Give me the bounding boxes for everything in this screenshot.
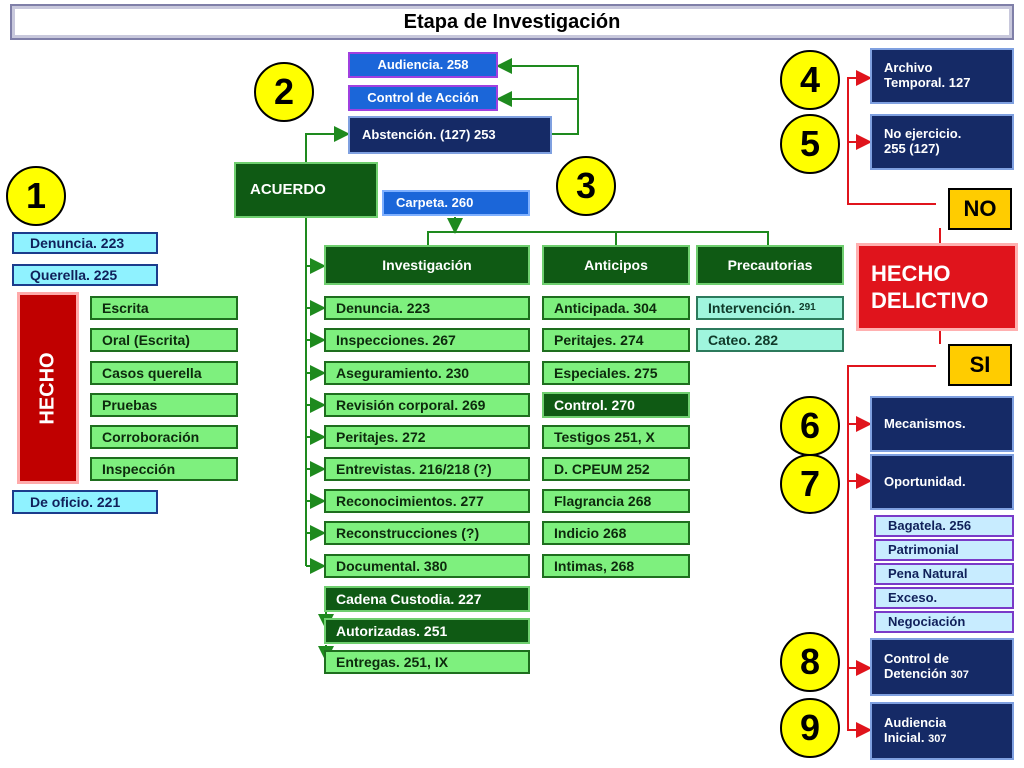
precautorias-item-intervencion: Intervención. 291 [696,296,844,320]
control-accion-box: Control de Acción [348,85,498,111]
carpeta-box: Carpeta. 260 [382,190,530,216]
investigacion-item: Aseguramiento. 230 [324,361,530,385]
mecanismos-box: Mecanismos. [870,396,1014,452]
control-detencion-box: Control de Detención 307 [870,638,1014,696]
investigacion-item: Reconocimientos. 277 [324,489,530,513]
step-number-6: 6 [780,396,840,456]
hecho-item-corroboracion: Corroboración [90,425,238,449]
step-number-3: 3 [556,156,616,216]
archivo-temporal-box: Archivo Temporal. 127 [870,48,1014,104]
control-detencion-line2: Detención [884,666,947,681]
hecho-item-pruebas: Pruebas [90,393,238,417]
anticipos-item: Peritajes. 274 [542,328,690,352]
no-ejercicio-line2: 255 (127) [884,141,940,156]
hecho-delictivo-box: HECHO DELICTIVO [856,243,1018,331]
archivo-line2: Temporal. 127 [884,75,971,90]
anticipos-item: Testigos 251, X [542,425,690,449]
precautorias-header: Precautorias [696,245,844,285]
no-box: NO [948,188,1012,230]
step-number-7: 7 [780,454,840,514]
investigacion-header: Investigación [324,245,530,285]
investigacion-item: Reconstrucciones (?) [324,521,530,545]
audiencia-inicial-line2: Inicial. [884,730,925,745]
anticipos-item: Flagrancia 268 [542,489,690,513]
oportunidad-box: Oportunidad. [870,454,1014,510]
no-ejercicio-box: No ejercicio. 255 (127) [870,114,1014,170]
si-box: SI [948,344,1012,386]
investigacion-item: Denuncia. 223 [324,296,530,320]
step-number-5: 5 [780,114,840,174]
precautorias-item-num: 291 [799,302,816,314]
audiencia-box: Audiencia. 258 [348,52,498,78]
anticipos-item: Control. 270 [542,392,690,418]
audiencia-inicial-num: 307 [928,733,947,745]
investigacion-item: Entrevistas. 216/218 (?) [324,457,530,481]
anticipos-item: Intimas, 268 [542,554,690,578]
abstencion-box: Abstención. (127) 253 [348,116,552,154]
control-detencion-num: 307 [950,669,969,681]
anticipos-header: Anticipos [542,245,690,285]
investigacion-item: Inspecciones. 267 [324,328,530,352]
denuncia-box: Denuncia. 223 [12,232,158,254]
de-oficio-box: De oficio. 221 [12,490,158,514]
hecho-label: HECHO [36,351,59,425]
hecho-item-escrita: Escrita [90,296,238,320]
step-number-1: 1 [6,166,66,226]
step-number-4: 4 [780,50,840,110]
criterio-item: Bagatela. 256 [874,515,1014,537]
querella-box: Querella. 225 [12,264,158,286]
anticipos-item: Especiales. 275 [542,361,690,385]
audiencia-inicial-line1: Audiencia [884,715,947,731]
audiencia-inicial-box: Audiencia Inicial. 307 [870,702,1014,760]
step-number-8: 8 [780,632,840,692]
audiencia-inicial-line2-wrap: Inicial. 307 [884,730,947,746]
criterio-item: Exceso. [874,587,1014,609]
page-title: Etapa de Investigación [10,4,1014,40]
acuerdo-box: ACUERDO [234,162,378,218]
criterio-item: Pena Natural [874,563,1014,585]
anticipos-item: Indicio 268 [542,521,690,545]
hecho-item-casos-querella: Casos querella [90,361,238,385]
hecho-item-oral: Oral (Escrita) [90,328,238,352]
hecho-item-inspeccion: Inspección [90,457,238,481]
hecho-delictivo-line2: DELICTIVO [871,288,989,313]
investigacion-item: Peritajes. 272 [324,425,530,449]
control-detencion-line2-wrap: Detención 307 [884,666,969,682]
investigacion-item: Autorizadas. 251 [324,618,530,644]
investigacion-item: Entregas. 251, IX [324,650,530,674]
precautorias-item-cateo: Cateo. 282 [696,328,844,352]
anticipos-item: Anticipada. 304 [542,296,690,320]
anticipos-item: D. CPEUM 252 [542,457,690,481]
hecho-box: HECHO [17,292,79,484]
criterio-item: Patrimonial [874,539,1014,561]
archivo-line1: Archivo [884,60,933,76]
investigacion-item: Cadena Custodia. 227 [324,586,530,612]
step-number-9: 9 [780,698,840,758]
criterio-item: Negociación [874,611,1014,633]
investigacion-item: Documental. 380 [324,554,530,578]
investigacion-item: Revisión corporal. 269 [324,393,530,417]
hecho-delictivo-line1: HECHO [871,260,951,286]
control-detencion-line1: Control de [884,651,949,667]
step-number-2: 2 [254,62,314,122]
no-ejercicio-line1: No ejercicio. [884,126,962,142]
precautorias-item-text: Intervención. [708,299,796,316]
